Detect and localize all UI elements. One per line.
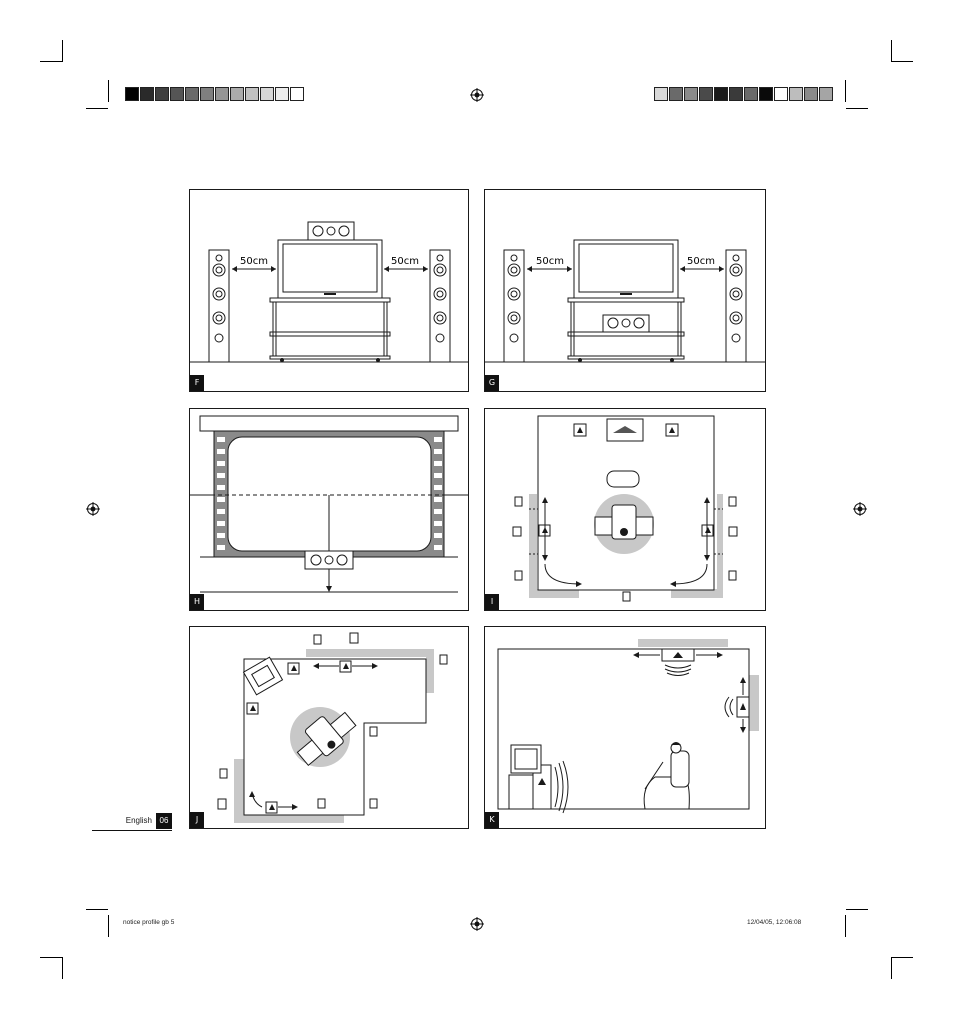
seated-listener xyxy=(643,742,690,810)
color-bar-right-swatch-7 xyxy=(744,87,758,101)
color-bar-right-swatch-2 xyxy=(669,87,683,101)
registration-mark-left xyxy=(86,502,100,516)
distance-label-left: 50cm xyxy=(536,256,564,267)
tv-on-cabinet xyxy=(508,744,552,810)
panel-f: 50cm 50cm F xyxy=(189,189,469,392)
registration-mark-bottom xyxy=(470,917,484,931)
distance-label-right: 50cm xyxy=(391,256,419,267)
room-side-view-diagram xyxy=(497,639,759,814)
color-bar-right-swatch-12 xyxy=(819,87,833,101)
color-bar-right-swatch-11 xyxy=(804,87,818,101)
front-speakers-tv-stand-diagram: 50cm 50cm xyxy=(190,221,468,363)
front-speaker-left xyxy=(246,702,259,715)
color-bar-left-swatch-12 xyxy=(290,87,304,101)
rear-speaker-top xyxy=(339,660,352,673)
color-bar-left-swatch-8 xyxy=(230,87,244,101)
television xyxy=(242,656,284,696)
alt-speaker-icons xyxy=(512,496,738,602)
color-bar-right-swatch-1 xyxy=(654,87,668,101)
distance-label-right: 50cm xyxy=(687,256,715,267)
color-bar-right-swatch-6 xyxy=(729,87,743,101)
color-bar-left-swatch-7 xyxy=(215,87,229,101)
color-bar-right-swatch-5 xyxy=(714,87,728,101)
color-bar-left-swatch-1 xyxy=(125,87,139,101)
television xyxy=(573,239,679,299)
page-number: 06 xyxy=(156,813,172,829)
tv-stand xyxy=(567,297,685,362)
panel-h: H xyxy=(189,408,469,611)
color-bar-right-swatch-9 xyxy=(774,87,788,101)
panel-i: I xyxy=(484,408,766,611)
color-bar-left-swatch-10 xyxy=(260,87,274,101)
center-speaker xyxy=(307,221,355,241)
panel-label-h: H xyxy=(190,594,204,610)
panel-label-i: I xyxy=(485,594,499,610)
color-bar-left-swatch-11 xyxy=(275,87,289,101)
color-bar-left-swatch-2 xyxy=(140,87,154,101)
front-speaker-left xyxy=(573,423,587,437)
center-speaker xyxy=(602,314,650,333)
rear-speaker-bottom xyxy=(265,801,278,814)
registration-mark-right xyxy=(853,502,867,516)
panel-g: 50cm 50cm G xyxy=(484,189,766,392)
right-tower-speaker xyxy=(725,249,747,363)
footer-timestamp: 12/04/05, 12:06:08 xyxy=(747,919,802,926)
alt-speaker-icons xyxy=(217,632,448,810)
language-label: English xyxy=(125,816,152,825)
panel-label-f: F xyxy=(190,375,204,391)
color-bar-right-swatch-4 xyxy=(699,87,713,101)
television xyxy=(606,418,644,442)
color-bar-left xyxy=(125,87,304,101)
room-layout-angled-diagram xyxy=(217,632,448,823)
sofa-listener xyxy=(594,504,654,540)
page-number-tab: English 06 xyxy=(92,813,172,831)
room-layout-surround-sides-diagram xyxy=(512,415,738,602)
panel-k: K xyxy=(484,626,766,829)
panel-label-g: G xyxy=(485,375,499,391)
panel-label-j: J xyxy=(190,812,204,828)
center-speaker xyxy=(304,550,354,570)
front-speaker-right xyxy=(287,662,300,675)
distance-label-left: 50cm xyxy=(240,256,268,267)
color-bar-right xyxy=(654,87,833,101)
projection-screen-diagram xyxy=(190,415,468,593)
color-bar-left-swatch-9 xyxy=(245,87,259,101)
registration-mark-top xyxy=(470,88,484,102)
color-bar-left-swatch-6 xyxy=(200,87,214,101)
left-tower-speaker xyxy=(503,249,525,363)
color-bar-left-swatch-3 xyxy=(155,87,169,101)
color-bar-right-swatch-8 xyxy=(759,87,773,101)
right-tower-speaker xyxy=(429,249,451,363)
color-bar-right-swatch-3 xyxy=(684,87,698,101)
panel-j: J xyxy=(189,626,469,829)
color-bar-right-swatch-10 xyxy=(789,87,803,101)
left-tower-speaker xyxy=(208,249,230,363)
film-perforations xyxy=(217,437,442,550)
panel-label-k: K xyxy=(485,812,499,828)
tv-stand xyxy=(269,297,391,362)
sofa-listener xyxy=(296,711,357,767)
color-bar-left-swatch-5 xyxy=(185,87,199,101)
footer-filename: notice profile gb 5 xyxy=(123,919,175,926)
front-speakers-center-in-stand-diagram: 50cm 50cm xyxy=(485,239,765,363)
wall-speaker xyxy=(736,696,750,718)
ceiling-speaker xyxy=(661,648,695,662)
front-speaker-right xyxy=(665,423,679,437)
color-bar-left-swatch-4 xyxy=(170,87,184,101)
television xyxy=(277,239,383,299)
